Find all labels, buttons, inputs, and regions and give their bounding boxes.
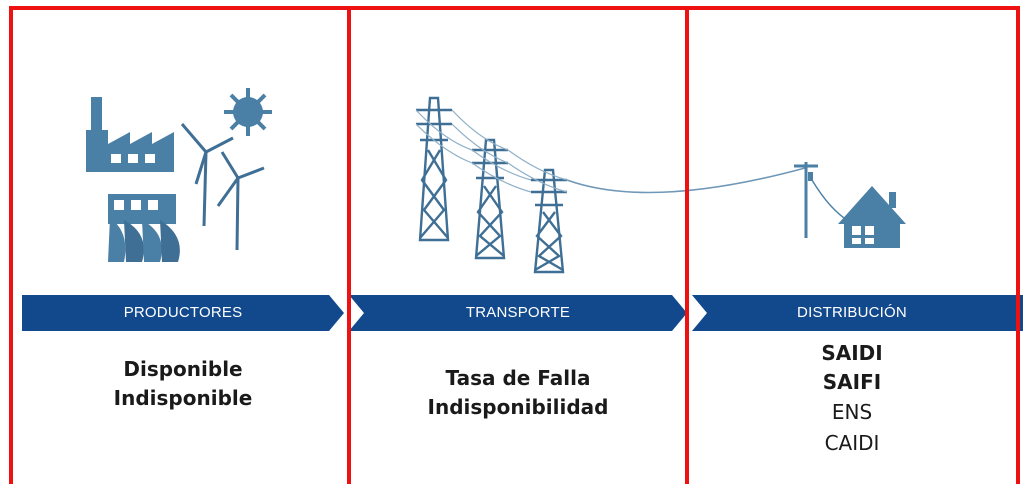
house-icon <box>838 186 906 248</box>
hydro-dam-icon <box>108 194 180 262</box>
factory-icon <box>86 97 174 172</box>
utility-pole-icon <box>794 162 851 238</box>
banner-label: PRODUCTORES <box>123 304 243 321</box>
metric-indisponible: Indisponible <box>113 386 253 410</box>
metrics-distribucion: SAIDI SAIFI ENS CAIDI <box>692 339 1012 459</box>
banner-label: TRANSPORTE <box>465 304 571 321</box>
wind-turbine-icon <box>180 123 265 251</box>
sun-icon <box>224 88 272 136</box>
banner-shapes <box>22 295 1023 331</box>
banner-transporte: TRANSPORTE <box>349 295 687 331</box>
metric-disponible: Disponible <box>123 357 243 381</box>
transmission-towers-icon <box>416 96 567 274</box>
banner-arrow-distribucion <box>692 295 1023 331</box>
banner-arrow-transporte <box>349 295 687 331</box>
banner-label: DISTRIBUCIÓN <box>797 304 907 321</box>
metrics-productores: Disponible Indisponible <box>22 355 344 413</box>
banner-distribucion: DISTRIBUCIÓN <box>692 295 1023 331</box>
divider-1 <box>347 6 351 484</box>
metric-saidi: SAIDI <box>821 341 883 365</box>
banner-productores: PRODUCTORES <box>22 295 344 331</box>
metric-tasa-de-falla: Tasa de Falla <box>445 366 591 390</box>
metric-saifi: SAIFI <box>822 370 882 394</box>
metric-caidi: CAIDI <box>824 431 880 455</box>
metric-indisponibilidad: Indisponibilidad <box>427 395 609 419</box>
power-lines <box>415 109 806 194</box>
divider-2 <box>685 6 689 484</box>
metrics-transporte: Tasa de Falla Indisponibilidad <box>349 364 687 422</box>
metric-ens: ENS <box>831 400 873 424</box>
frame-top-border <box>9 6 1017 10</box>
frame-left-border <box>9 6 13 484</box>
frame-right-border <box>1016 6 1020 484</box>
banner-arrow-productores <box>22 295 344 331</box>
